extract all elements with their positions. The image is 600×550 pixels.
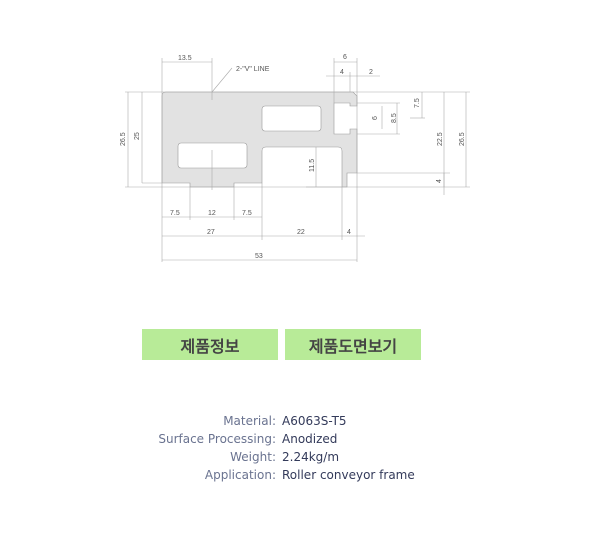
spec-list: Material: A6063S-T5 Surface Processing: An… <box>0 412 415 484</box>
v-line-note: 2-"V" LINE <box>236 66 270 73</box>
view-drawing-button[interactable]: 제품도면보기 <box>285 329 421 360</box>
spec-value: A6063S-T5 <box>282 414 347 428</box>
product-info-button[interactable]: 제품정보 <box>142 329 278 360</box>
dim-label: 7.5 <box>170 210 180 217</box>
spec-row-material: Material: A6063S-T5 <box>0 412 415 430</box>
dim-label: 11.5 <box>309 159 316 172</box>
dim-label: 26.5 <box>459 132 466 146</box>
dim-label: 4 <box>340 69 344 76</box>
spec-value: 2.24kg/m <box>282 450 340 464</box>
spec-row-application: Application: Roller conveyor frame <box>0 466 415 484</box>
spec-label: Application: <box>204 468 276 482</box>
dim-label: 22.5 <box>437 132 444 146</box>
dim-label: 8.5 <box>391 113 398 123</box>
spec-label: Weight: <box>230 450 276 464</box>
dim-label: 22 <box>297 229 305 236</box>
dim-label: 6 <box>343 54 347 61</box>
dim-label: 7.5 <box>414 98 421 108</box>
dim-label: 6 <box>372 116 379 120</box>
dim-label: 12 <box>208 210 216 217</box>
dim-label: 7.5 <box>242 210 252 217</box>
spec-row-weight: Weight: 2.24kg/m <box>0 448 415 466</box>
spec-label: Material: <box>223 414 276 428</box>
spec-value: Roller conveyor frame <box>282 468 415 482</box>
dim-label: 2 <box>369 69 373 76</box>
dim-label: 26.5 <box>120 132 127 146</box>
spec-row-surface: Surface Processing: Anodized <box>0 430 415 448</box>
profile-shape <box>161 91 358 188</box>
spec-value: Anodized <box>282 432 338 446</box>
profile-drawing: 13.5 2-"V" LINE 6 4 2 26.5 25 7.5 8.5 6 … <box>120 54 470 262</box>
dim-label: 25 <box>134 132 141 140</box>
dim-label: 4 <box>347 229 351 236</box>
dim-label: 27 <box>207 229 215 236</box>
dim-label: 53 <box>255 253 263 260</box>
dim-label: 13.5 <box>178 55 192 62</box>
spec-label: Surface Processing: <box>158 432 276 446</box>
dim-label: 4 <box>436 179 443 183</box>
